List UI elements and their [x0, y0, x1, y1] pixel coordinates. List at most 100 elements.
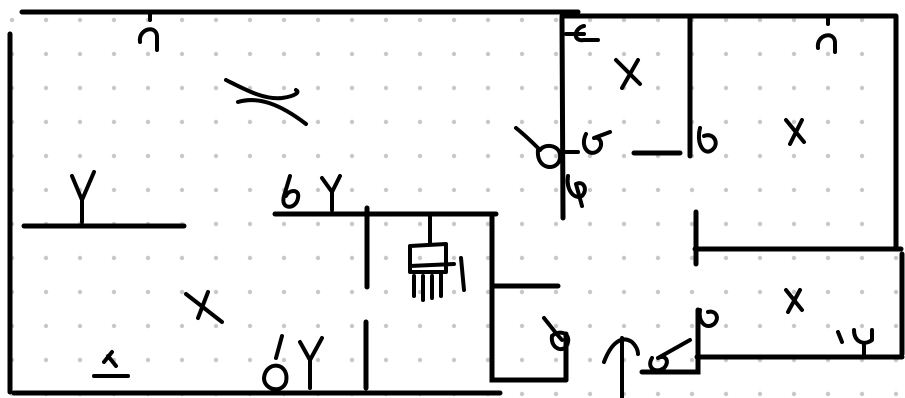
grid-dot: [417, 85, 423, 91]
grid-dot: [383, 357, 389, 363]
grid-dot: [247, 289, 253, 295]
grid-dot: [77, 153, 83, 159]
grid-dot: [791, 85, 797, 91]
grid-dot: [553, 153, 559, 159]
grid-dot: [315, 187, 321, 193]
grid-dots: [9, 17, 899, 397]
grid-dot: [553, 17, 559, 23]
grid-dot: [213, 289, 219, 295]
grid-dot: [485, 187, 491, 193]
grid-dot: [315, 17, 321, 23]
grid-dot: [179, 85, 185, 91]
grid-dot: [553, 255, 559, 261]
grid-dot: [383, 323, 389, 329]
grid-dot: [383, 153, 389, 159]
grid-dot: [111, 51, 117, 57]
grid-dot: [553, 323, 559, 329]
grid-dot: [451, 357, 457, 363]
grid-dot: [689, 357, 695, 363]
grid-dot: [315, 323, 321, 329]
grid-dot: [587, 51, 593, 57]
grid-dot: [825, 119, 831, 125]
grid-dot: [587, 119, 593, 125]
grid-dot: [111, 187, 117, 193]
grid-dot: [791, 187, 797, 193]
grid-dot: [383, 85, 389, 91]
grid-dot: [757, 51, 763, 57]
grid-dot: [247, 187, 253, 193]
grid-dot: [213, 17, 219, 23]
grid-dot: [247, 51, 253, 57]
grid-dot: [485, 289, 491, 295]
grid-dot: [689, 391, 695, 397]
grid-dot: [723, 51, 729, 57]
grid-dot: [757, 85, 763, 91]
grid-dot: [111, 17, 117, 23]
wall-light-icon: [581, 130, 612, 155]
grid-dot: [621, 221, 627, 227]
outlet-icon: [852, 328, 874, 356]
ceiling-light-icon: [564, 24, 600, 43]
grid-dot: [791, 323, 797, 329]
grid-dot: [451, 221, 457, 227]
grid-dot: [519, 255, 525, 261]
grid-dot: [893, 289, 899, 295]
grid-dot: [247, 323, 253, 329]
outlet-icon: [320, 174, 342, 212]
grid-dot: [621, 51, 627, 57]
grid-dot: [417, 119, 423, 125]
wall-closet-outer: [489, 284, 569, 383]
grid-dot: [111, 153, 117, 159]
grid-dot: [825, 51, 831, 57]
grid-dot: [791, 255, 797, 261]
grid-dot: [213, 85, 219, 91]
grid-dot: [213, 255, 219, 261]
grid-dot: [247, 17, 253, 23]
grid-dot: [859, 51, 865, 57]
grid-dot: [587, 17, 593, 23]
grid-dot: [485, 85, 491, 91]
grid-dot: [655, 85, 661, 91]
grid-dot: [757, 289, 763, 295]
grid-dot: [791, 153, 797, 159]
grid-dot: [451, 323, 457, 329]
grid-dot: [349, 85, 355, 91]
grid-dot: [689, 187, 695, 193]
grid-dot: [315, 119, 321, 125]
grid-dot: [383, 289, 389, 295]
grid-dot: [859, 153, 865, 159]
grid-dot: [179, 17, 185, 23]
grid-dot: [655, 323, 661, 329]
grid-dot: [893, 323, 899, 329]
grid-dot: [315, 255, 321, 261]
grid-dot: [145, 153, 151, 159]
grid-dot: [621, 119, 627, 125]
switch-icon: [92, 350, 130, 378]
grid-dot: [757, 391, 763, 397]
x-mark-icon: [614, 58, 642, 90]
switch-icon: [281, 174, 301, 209]
grid-dot: [485, 51, 491, 57]
grid-dot: [145, 119, 151, 125]
switch-icon: [262, 334, 289, 392]
wall-light-icon: [514, 126, 580, 169]
grid-dot: [179, 255, 185, 261]
grid-dot: [383, 51, 389, 57]
grid-dot: [43, 357, 49, 363]
grid-dot: [417, 187, 423, 193]
grid-dot: [451, 187, 457, 193]
grid-dot: [859, 221, 865, 227]
grid-dot: [587, 153, 593, 159]
grid-dot: [553, 187, 559, 193]
grid-dot: [825, 391, 831, 397]
sconce-icon: [648, 338, 692, 373]
grid-dot: [145, 357, 151, 363]
switch-icon: [697, 126, 718, 154]
grid-dot: [451, 17, 457, 23]
grid-dot: [757, 187, 763, 193]
grid-dot: [417, 221, 423, 227]
grid-dot: [43, 153, 49, 159]
grid-dot: [553, 51, 559, 57]
